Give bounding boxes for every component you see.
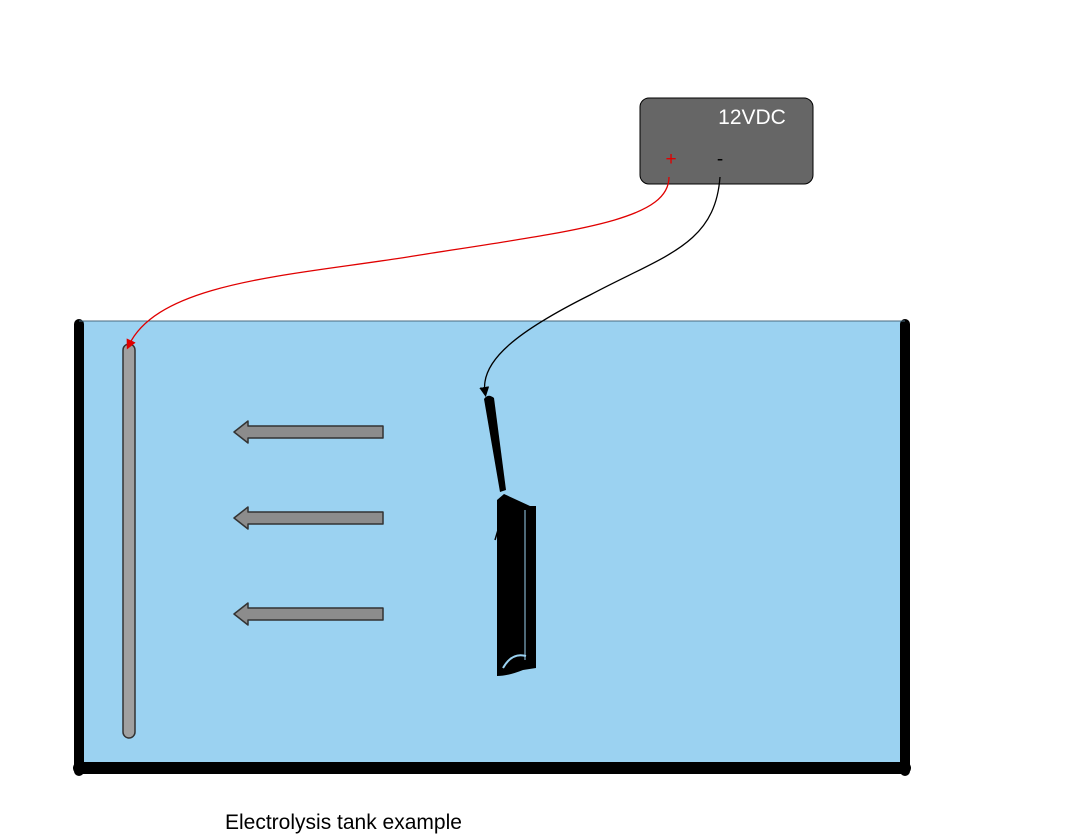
power-supply-body (639, 97, 814, 185)
left-arrow-icon (233, 420, 384, 444)
ion-arrow-1 (233, 420, 384, 444)
positive-wire (126, 176, 670, 350)
power-supply-label: 12VDC (718, 106, 786, 129)
left-arrow-icon (233, 506, 384, 530)
anode-plate-icon (122, 343, 136, 739)
left-arrow-icon (233, 602, 384, 626)
diagram-caption: Electrolysis tank example (225, 811, 462, 834)
ion-arrow-2 (233, 506, 384, 530)
negative-wire (479, 176, 721, 397)
negative-terminal: - (717, 149, 723, 170)
ion-arrow-3 (233, 602, 384, 626)
rusty-tool-icon (484, 395, 536, 676)
tank-water (79, 321, 905, 771)
power-supply: 12VDC + - (639, 97, 814, 185)
positive-terminal: + (665, 149, 676, 170)
